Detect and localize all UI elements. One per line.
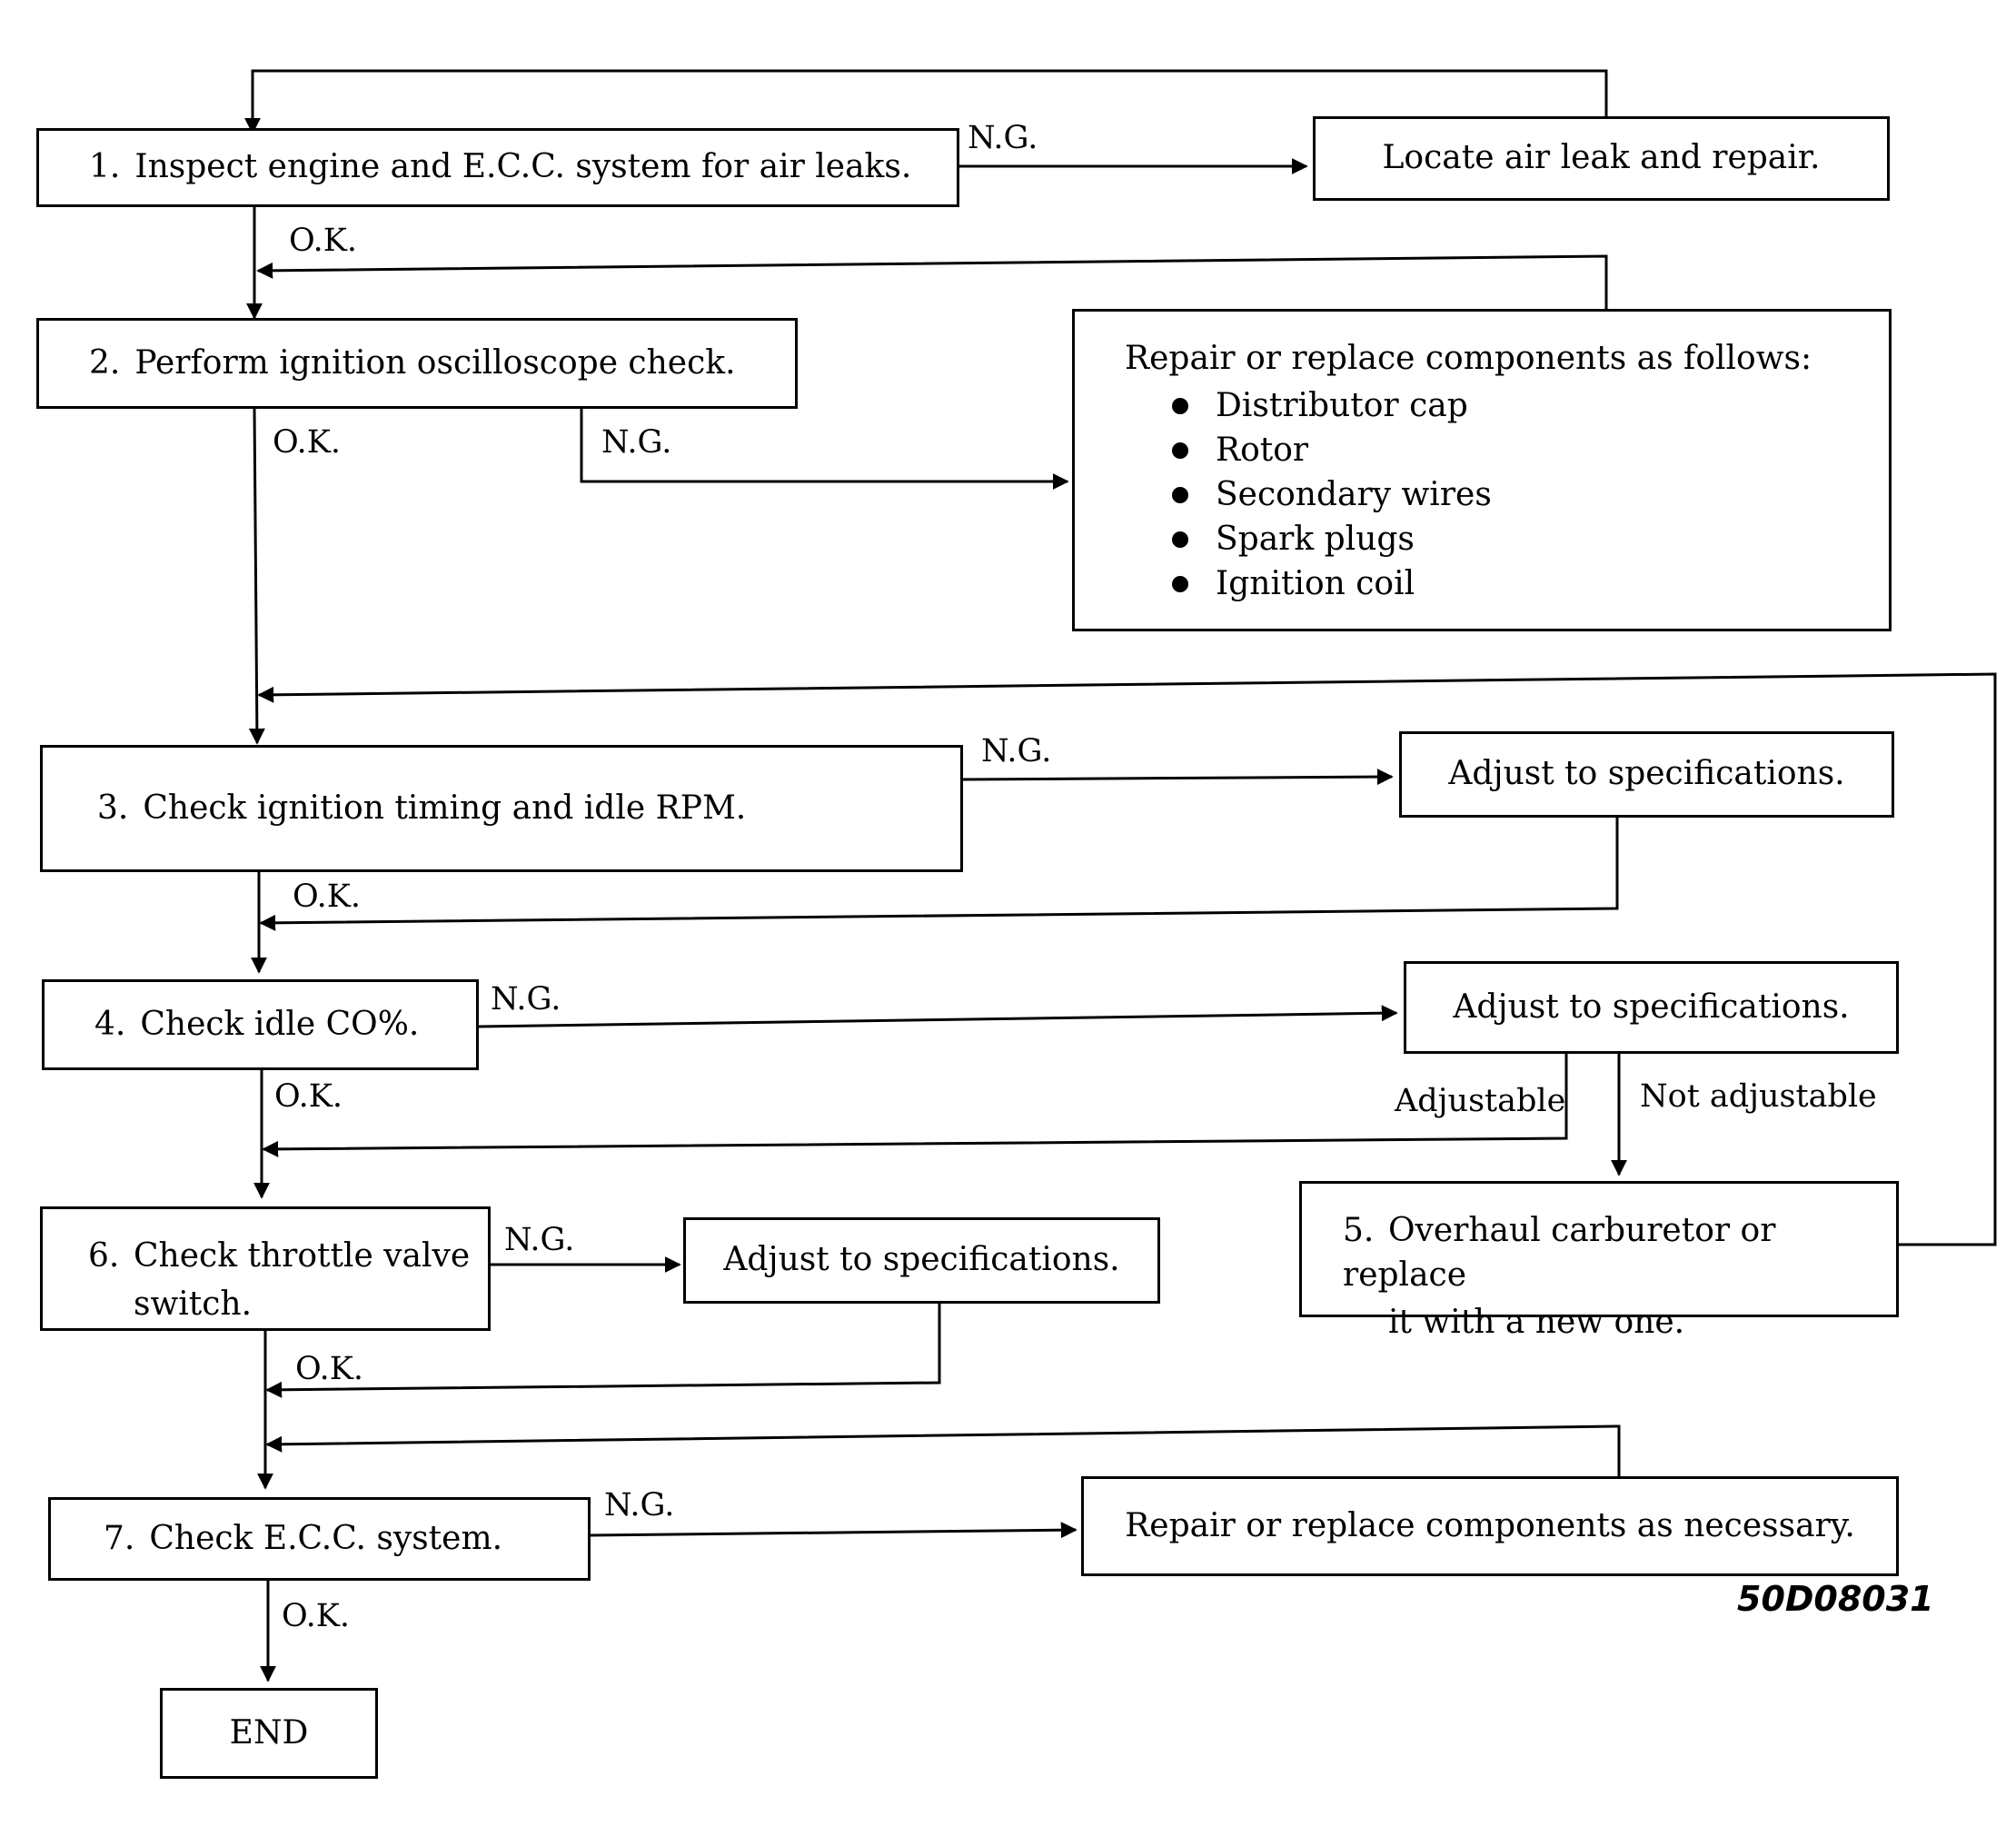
connector-s2-s3 <box>248 408 265 745</box>
step-6-box: 6. Check throttle valve switch. <box>40 1206 491 1331</box>
list-item-text: Distributor cap <box>1216 386 1468 424</box>
step-2-box: 2. Perform ignition oscilloscope check. <box>36 318 798 409</box>
ok-label-step-6: O.K. <box>295 1351 364 1387</box>
ng-label-step-2: N.G. <box>601 424 672 461</box>
connector-s2-ng <box>580 407 1069 490</box>
adjust-throttle-text: Adjust to specifications. <box>723 1241 1120 1279</box>
repair-ignition-list: Distributor cap Rotor Secondary wires Sp… <box>1125 383 1812 606</box>
ok-label-step-4: O.K. <box>274 1078 343 1115</box>
list-item: Secondary wires <box>1125 472 1812 517</box>
list-item: Distributor cap <box>1125 383 1812 428</box>
list-item: Ignition coil <box>1125 561 1812 606</box>
ng-label-step-6: N.G. <box>504 1222 575 1258</box>
end-text: END <box>229 1713 309 1752</box>
step-4-text: Check idle CO%. <box>140 1005 420 1043</box>
step-2-text: Perform ignition oscilloscope check. <box>134 343 736 382</box>
end-box: END <box>160 1688 378 1779</box>
ng-label-step-7: N.G. <box>604 1487 675 1523</box>
repair-ecc-text: Repair or replace components as necessar… <box>1125 1506 1855 1544</box>
bullet-icon <box>1172 531 1188 548</box>
step-5-line1: Overhaul carburetor or replace <box>1343 1212 1776 1294</box>
ok-label-step-1: O.K. <box>289 223 358 259</box>
list-item-text: Rotor <box>1216 431 1309 469</box>
adjust-co-box: Adjust to specifications. <box>1404 961 1899 1054</box>
step-4-number: 4. <box>94 1005 126 1043</box>
step-1-text: Inspect engine and E.C.C. system for air… <box>134 148 912 186</box>
step-7-box: 7. Check E.C.C. system. <box>48 1497 591 1581</box>
bullet-icon <box>1172 397 1188 414</box>
figure-code: 50D08031 <box>1737 1579 1934 1619</box>
not-adjustable-label: Not adjustable <box>1640 1078 1877 1115</box>
ok-label-step-7: O.K. <box>282 1598 351 1634</box>
bullet-icon <box>1172 486 1188 503</box>
repair-ecc-box: Repair or replace components as necessar… <box>1081 1476 1899 1576</box>
ok-label-step-3: O.K. <box>293 878 362 915</box>
step-5-box: 5.Overhaul carburetor or replace it with… <box>1299 1181 1899 1341</box>
step-3-box: 3. Check ignition timing and idle RPM. <box>40 745 963 872</box>
step-3-text: Check ignition timing and idle RPM. <box>143 789 747 827</box>
step-1-number: 1. <box>89 148 121 186</box>
step-7-number: 7. <box>104 1519 135 1557</box>
bullet-icon <box>1172 575 1188 592</box>
step-2-number: 2. <box>89 343 121 382</box>
repair-ignition-box: Repair or replace components as follows:… <box>1072 309 1892 631</box>
connector-s4-ng <box>478 1005 1398 1028</box>
connector-adjustable-return <box>262 1054 1568 1157</box>
step-4-box: 4. Check idle CO%. <box>42 979 479 1070</box>
ng-label-step-3: N.G. <box>981 733 1052 769</box>
connector-locate-return <box>244 69 1608 134</box>
ok-label-step-2: O.K. <box>273 424 342 461</box>
connector-repair-ecc-return <box>265 1424 1621 1476</box>
step-5-number: 5. <box>1343 1212 1375 1249</box>
step-6-number: 6. <box>88 1237 120 1275</box>
connector-s5-return <box>257 672 1997 1246</box>
step-5-line2: it with a new one. <box>1388 1304 1685 1342</box>
connector-repair-ignition-return <box>256 254 1608 309</box>
list-item-text: Secondary wires <box>1216 475 1492 513</box>
step-6-line1: Check throttle valve <box>134 1237 471 1275</box>
list-item-text: Ignition coil <box>1216 564 1415 602</box>
list-item: Rotor <box>1125 428 1812 472</box>
adjustable-label: Adjustable <box>1395 1083 1566 1119</box>
connector-adjust-timing-return <box>259 818 1619 931</box>
adjust-throttle-box: Adjust to specifications. <box>683 1217 1160 1304</box>
bullet-icon <box>1172 442 1188 459</box>
ng-label-step-1: N.G. <box>968 120 1038 156</box>
ng-label-step-4: N.G. <box>491 981 561 1017</box>
list-item-text: Spark plugs <box>1216 520 1415 558</box>
locate-air-leak-box: Locate air leak and repair. <box>1313 116 1890 201</box>
connector-s3-ng <box>962 769 1394 786</box>
adjust-co-text: Adjust to specifications. <box>1453 987 1850 1026</box>
repair-ignition-title: Repair or replace components as follows: <box>1125 340 1812 377</box>
list-item: Spark plugs <box>1125 517 1812 561</box>
adjust-timing-text: Adjust to specifications. <box>1448 755 1845 793</box>
step-3-number: 3. <box>97 789 129 827</box>
step-6-line2: switch. <box>134 1285 253 1323</box>
connector-adjust-throttle-return <box>265 1304 941 1398</box>
connector-s7-ng <box>590 1522 1078 1539</box>
step-1-box: 1. Inspect engine and E.C.C. system for … <box>36 128 959 207</box>
adjust-timing-box: Adjust to specifications. <box>1399 731 1894 818</box>
locate-air-leak-text: Locate air leak and repair. <box>1382 139 1821 177</box>
step-7-text: Check E.C.C. system. <box>149 1519 503 1557</box>
